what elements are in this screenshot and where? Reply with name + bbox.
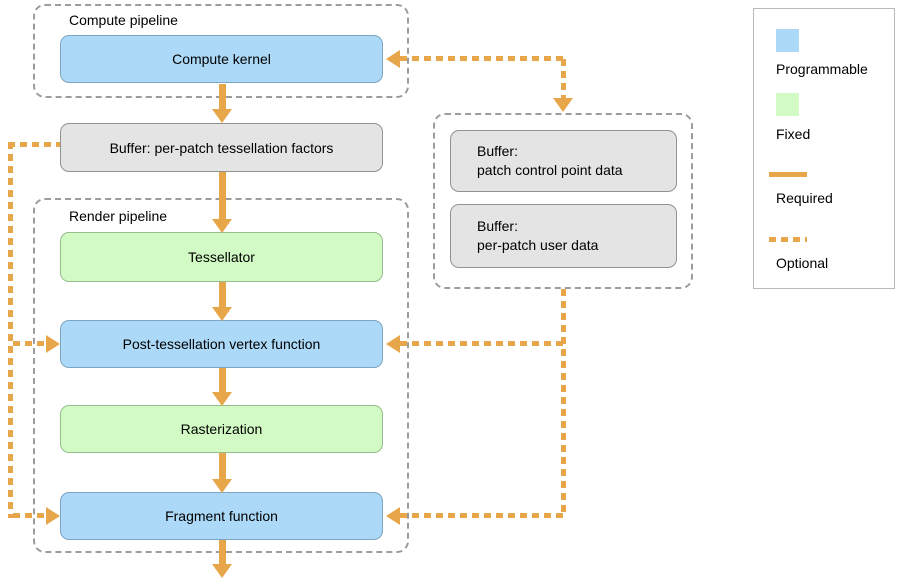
arrowhead-down-icon <box>212 219 232 233</box>
compute-kernel-node: Compute kernel <box>60 35 383 83</box>
patch-control-point-buffer-subtitle: patch control point data <box>477 162 623 178</box>
compute-pipeline-label: Compute pipeline <box>69 12 178 28</box>
arrow-shaft <box>219 368 226 392</box>
dashed-line <box>13 341 46 346</box>
dashed-line <box>13 513 46 518</box>
arrowhead-left-icon <box>386 50 400 68</box>
arrowhead-right-icon <box>46 335 60 353</box>
rasterization-label: Rasterization <box>180 421 263 437</box>
patch-control-point-buffer-node: Buffer: patch control point data <box>450 130 677 192</box>
dashed-line <box>561 289 566 516</box>
legend-line-optional <box>769 237 807 242</box>
arrowhead-down-icon <box>212 109 232 123</box>
dashed-line <box>400 341 566 346</box>
arrow-shaft <box>219 172 226 219</box>
legend: Programmable Fixed Required Optional <box>753 8 895 289</box>
render-pipeline-label: Render pipeline <box>69 208 168 224</box>
compute-kernel-label: Compute kernel <box>172 51 271 67</box>
legend-label-programmable: Programmable <box>776 61 868 77</box>
arrowhead-down-icon <box>553 98 573 112</box>
rasterization-node: Rasterization <box>60 405 383 453</box>
arrowhead-down-icon <box>212 479 232 493</box>
legend-line-required <box>769 172 807 177</box>
per-patch-user-buffer-title: Buffer: <box>477 218 518 234</box>
patch-buffers-group <box>433 113 693 289</box>
per-patch-user-buffer-subtitle: per-patch user data <box>477 237 599 253</box>
legend-label-required: Required <box>776 190 833 206</box>
arrow-shaft <box>219 540 226 564</box>
dashed-line <box>400 513 566 518</box>
arrowhead-down-icon <box>212 564 232 578</box>
tess-factors-buffer-node: Buffer: per-patch tessellation factors <box>60 123 383 172</box>
patch-control-point-buffer-title: Buffer: <box>477 143 518 159</box>
arrowhead-down-icon <box>212 392 232 406</box>
arrow-shaft <box>219 453 226 479</box>
legend-label-fixed: Fixed <box>776 126 811 142</box>
arrowhead-left-icon <box>386 507 400 525</box>
legend-swatch-programmable <box>776 29 799 52</box>
post-tessellation-vertex-node: Post-tessellation vertex function <box>60 320 383 368</box>
tessellator-node: Tessellator <box>60 232 383 282</box>
post-tessellation-vertex-label: Post-tessellation vertex function <box>122 336 321 352</box>
dashed-line <box>561 59 566 98</box>
tessellator-label: Tessellator <box>188 249 255 265</box>
legend-label-optional: Optional <box>776 255 829 271</box>
dashed-line <box>8 142 60 147</box>
dashed-line <box>8 142 13 518</box>
fragment-function-node: Fragment function <box>60 492 383 540</box>
arrowhead-left-icon <box>386 335 400 353</box>
arrowhead-down-icon <box>212 307 232 321</box>
per-patch-user-buffer-node: Buffer: per-patch user data <box>450 204 677 268</box>
dashed-line <box>400 56 563 61</box>
legend-swatch-fixed <box>776 93 799 116</box>
fragment-function-label: Fragment function <box>165 508 278 524</box>
arrowhead-right-icon <box>46 507 60 525</box>
arrow-shaft <box>219 84 226 109</box>
tess-factors-buffer-label: Buffer: per-patch tessellation factors <box>109 139 334 156</box>
arrow-shaft <box>219 282 226 307</box>
